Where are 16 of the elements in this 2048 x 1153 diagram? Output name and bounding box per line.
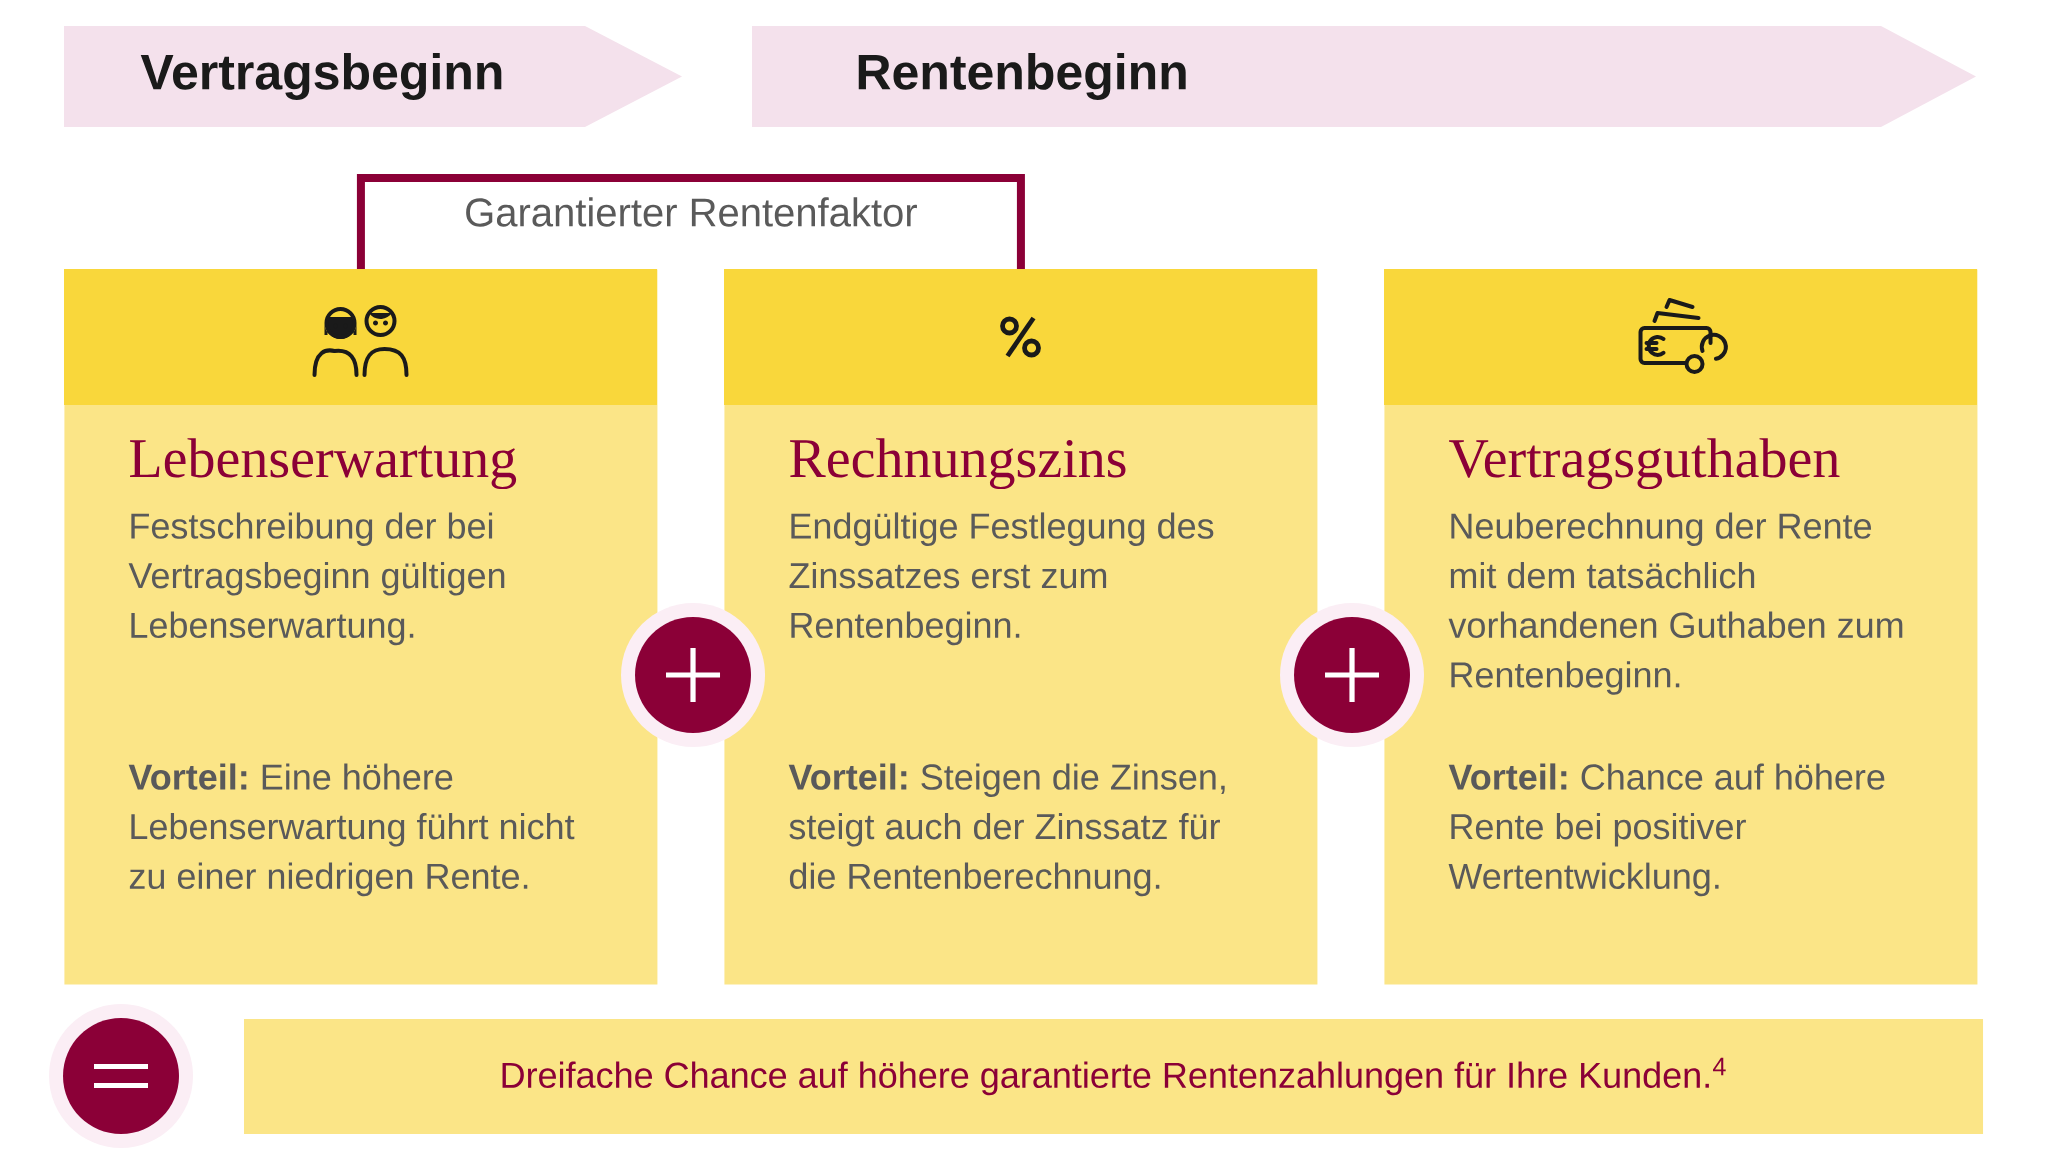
card-title: Rechnungszins	[790, 438, 1126, 490]
summary-bar: Dreifache Chance auf höhere garantierte Rentenzahlungen für Ihre Kunden.$^{4}$	[244, 1019, 1984, 1134]
chevron-banner: Vertragsbeginn	[64, 26, 682, 127]
card-title: Lebenserwartung	[130, 438, 517, 490]
card-text: Endgültige Festlegung des Zinssatzes erst zum Rentenbeginn.	[789, 512, 1214, 646]
edge-label: Garantierter Rentenfaktor	[462, 195, 920, 229]
info-card	[724, 269, 1318, 985]
info-card	[1384, 269, 1978, 985]
info-card	[64, 269, 658, 985]
card-text: Vorteil: Eine höhere Lebenserwartung führt nicht zu einer niedrigen Rente.	[128, 763, 575, 897]
card-text: Vorteil: Chance auf höhere Rente bei positiver Wertentwicklung.	[1448, 763, 1885, 897]
card-text: Vorteil: Steigen die Zinsen, steigt auch der Zinssatz für die Rentenberechnung.	[788, 763, 1225, 897]
card-text: Festschreibung der bei Vertragsbeginn gültigen Lebenserwartung.	[128, 512, 505, 646]
card-title: Vertragsguthaben	[1449, 438, 1840, 490]
card-text: Neuberechnung der Rente mit dem tatsächlich vorhandenen Guthaben zum Rentenbeginn.	[1448, 512, 1903, 695]
chevron-banner: Rentenbeginn	[752, 26, 1976, 127]
